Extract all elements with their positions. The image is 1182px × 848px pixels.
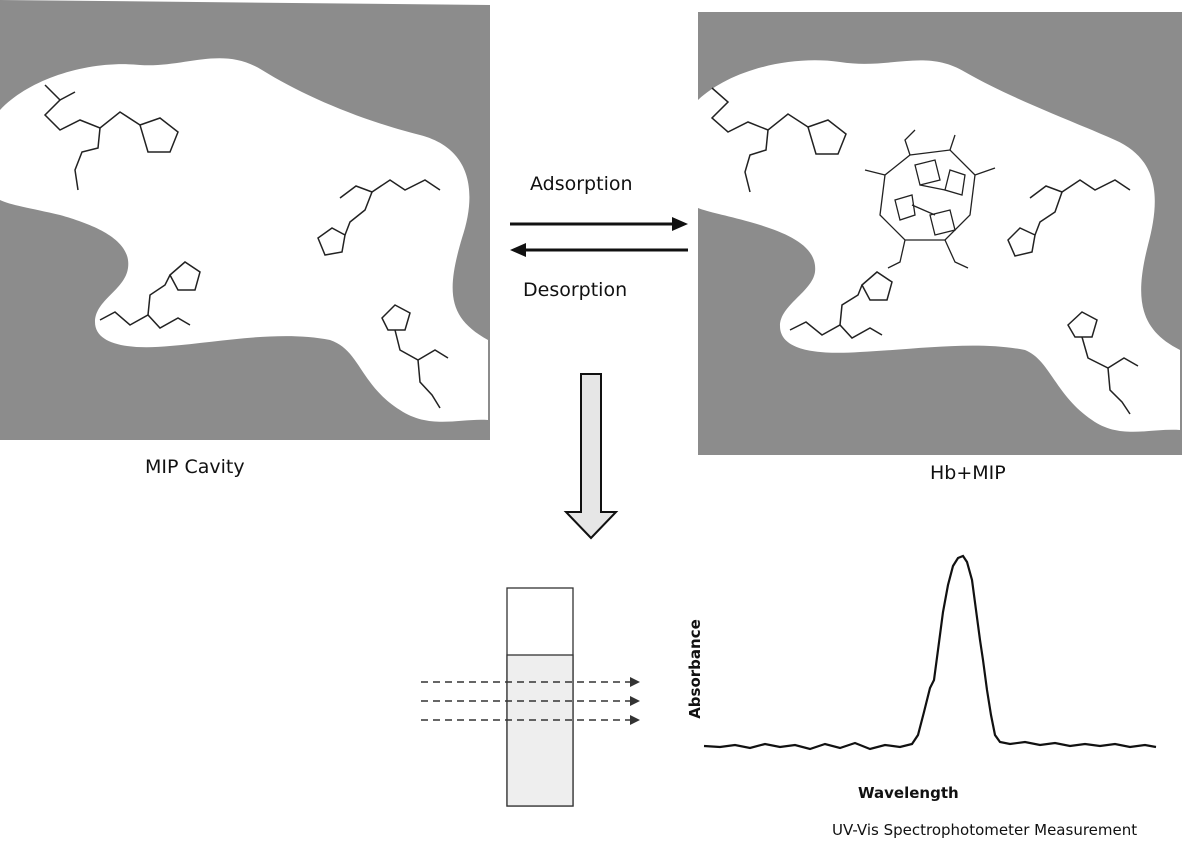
hb-mip-label: Hb+MIP xyxy=(930,462,1006,484)
desorption-label: Desorption xyxy=(523,279,628,301)
molecule-right-4 xyxy=(1067,311,1139,415)
cavity-right xyxy=(698,60,1180,432)
mip-cavity-panel xyxy=(0,0,490,440)
down-arrow xyxy=(563,373,619,540)
absorbance-axis-label: Absorbance xyxy=(685,619,704,719)
hb-mip-panel xyxy=(698,12,1182,455)
cuvette xyxy=(506,587,574,807)
heme-molecule xyxy=(864,129,996,269)
molecule-left-2 xyxy=(317,179,441,256)
molecule-left-1 xyxy=(43,84,179,191)
absorbance-spectrum xyxy=(703,554,1157,751)
light-beams xyxy=(421,677,640,725)
adsorption-arrow xyxy=(510,217,688,231)
molecule-right-2 xyxy=(1007,179,1131,257)
measurement-caption: UV-Vis Spectrophotometer Measurement xyxy=(832,821,1138,839)
cuvette-solution xyxy=(506,654,574,807)
wavelength-axis-label: Wavelength xyxy=(858,784,959,802)
mip-cavity-label: MIP Cavity xyxy=(145,456,245,478)
molecule-left-3 xyxy=(99,261,201,329)
molecule-right-3 xyxy=(789,271,893,339)
cavity-left xyxy=(0,58,488,422)
desorption-arrow xyxy=(510,243,688,257)
molecule-left-4 xyxy=(381,304,449,409)
adsorption-label: Adsorption xyxy=(530,173,633,195)
molecule-right-1 xyxy=(710,87,847,193)
